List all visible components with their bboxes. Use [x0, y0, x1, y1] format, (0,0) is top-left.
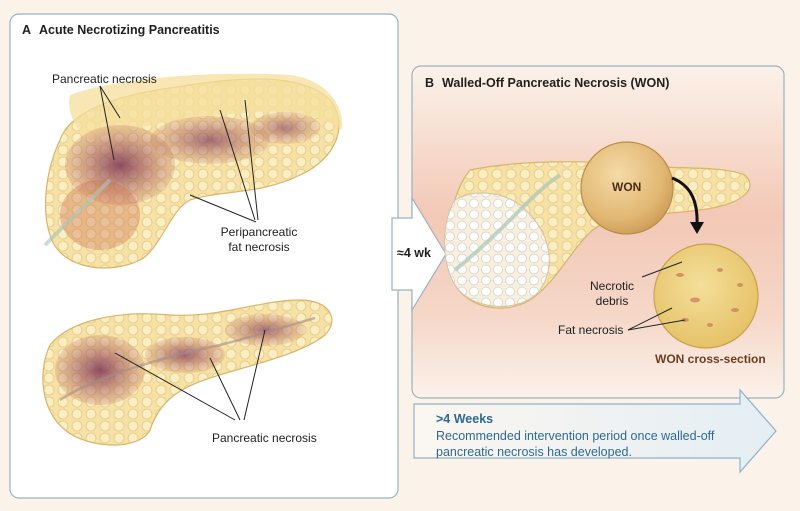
interval-description: Recommended intervention period once wal…	[436, 428, 714, 460]
interval-title: >4 Weeks	[436, 412, 494, 426]
panel-b-leader-lines	[627, 261, 686, 331]
panel-a-title: A Acute Necrotizing Pancreatitis	[22, 23, 220, 37]
label-peripancreatic-line2: fat necrosis	[228, 240, 290, 254]
pancreas-won-illustration	[444, 141, 759, 349]
pancreas-bottom-illustration	[42, 299, 333, 446]
label-peripancreatic-fat-necrosis: Peripancreatic fat necrosis	[204, 225, 314, 255]
panel-b-title: B Walled-Off Pancreatic Necrosis (WON)	[425, 76, 669, 90]
panel-b-title-text: Walled-Off Pancreatic Necrosis (WON)	[442, 76, 670, 90]
label-pancreatic-necrosis-top: Pancreatic necrosis	[52, 72, 157, 86]
interval-line2: pancreatic necrosis has developed.	[436, 445, 632, 459]
panel-b-letter: B	[425, 76, 435, 90]
transition-label: ≈4 wk	[397, 246, 431, 260]
label-necrotic-debris: Necrotic debris	[582, 279, 642, 309]
panel-a-leader-lines	[99, 85, 266, 421]
won-label: WON	[612, 180, 642, 194]
label-peripancreatic-line1: Peripancreatic	[220, 225, 298, 239]
pancreas-top-illustration	[43, 73, 343, 269]
label-necrotic-line2: debris	[595, 294, 629, 308]
panel-a-letter: A	[22, 23, 32, 37]
won-cross-section-label: WON cross-section	[655, 352, 766, 366]
label-fat-necrosis: Fat necrosis	[558, 323, 624, 337]
panel-a-title-text: Acute Necrotizing Pancreatitis	[39, 23, 220, 37]
interval-line1: Recommended intervention period once wal…	[436, 429, 715, 443]
transition-arrow	[391, 195, 447, 313]
timeline-arrow	[413, 388, 777, 474]
label-necrotic-line1: Necrotic	[589, 279, 634, 293]
label-pancreatic-necrosis-bottom: Pancreatic necrosis	[212, 431, 317, 445]
